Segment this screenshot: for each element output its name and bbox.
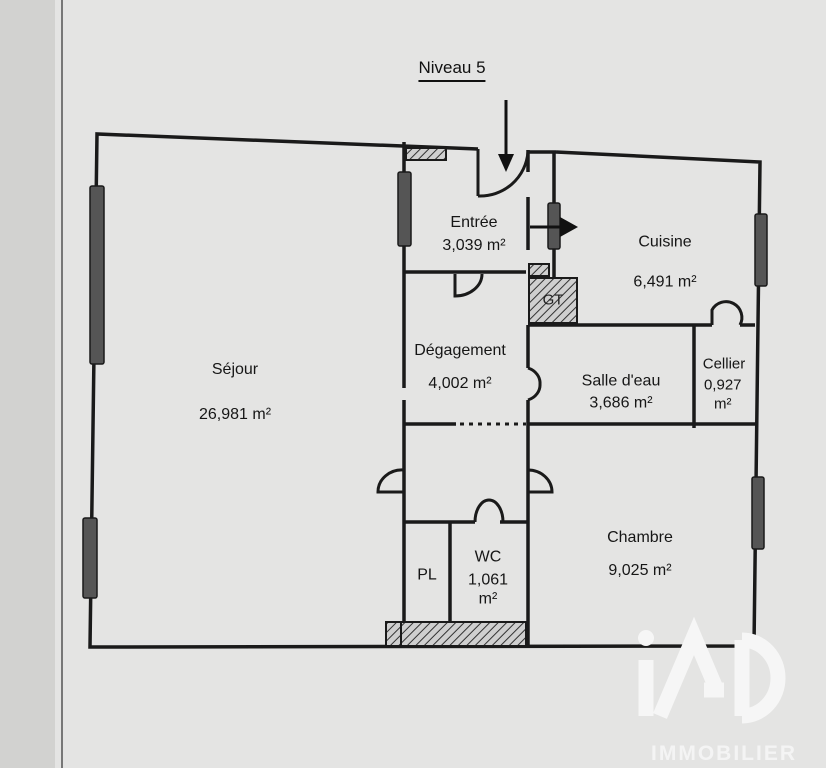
iad-logo (638, 616, 786, 724)
door-sejour (376, 468, 405, 494)
gt-duct (528, 277, 578, 324)
room-area: 1,061 m² (468, 571, 509, 608)
kitchen-arrow-icon (530, 217, 578, 237)
room-name: Cuisine (638, 233, 692, 251)
room-name: Dégagement (414, 342, 506, 359)
room-label-wc: WC 1,061 m² (468, 548, 508, 609)
room-name: Entrée (450, 214, 498, 231)
room-area: 9,025 m² (608, 562, 672, 579)
room-area: 0,927 m² (703, 376, 742, 413)
door-wc (473, 498, 505, 523)
room-label-chambre: Chambre 9,025 m² (607, 528, 673, 580)
brand-name: IMMOBILIER (651, 742, 797, 765)
interior-doors (376, 273, 744, 523)
door-degagement (453, 273, 484, 298)
gt-label: GT (542, 291, 564, 309)
windows (82, 171, 768, 599)
door-salle-deau (527, 366, 542, 402)
room-area: 26,981 m² (198, 406, 272, 423)
window-entree (397, 171, 412, 247)
room-label-entree: Entrée 3,039 m² (442, 213, 505, 255)
room-area: 3,686 m² (589, 394, 653, 412)
entry-arrow-icon (498, 100, 514, 172)
room-name: WC (474, 548, 502, 566)
room-name: Séjour (211, 361, 259, 378)
hatched-elements (385, 147, 578, 647)
window-chambre (751, 476, 765, 550)
window-sejour-top (89, 185, 105, 365)
hatch-gt-top (528, 263, 550, 277)
room-name: Cellier (702, 355, 746, 373)
door-chambre (527, 468, 554, 494)
room-area: 3,039 m² (442, 237, 506, 254)
room-name: Salle d'eau (581, 372, 661, 390)
room-label-sejour: Séjour 26,981 m² (199, 360, 271, 424)
room-label-cuisine: Cuisine 6,491 m² (633, 233, 696, 292)
room-label-salle-deau: Salle d'eau 3,686 m² (582, 372, 661, 413)
room-label-cellier: Cellier 0,927 m² (703, 355, 746, 414)
room-name: PL (417, 566, 437, 584)
window-cuisine (754, 213, 768, 287)
room-name: Chambre (607, 529, 673, 546)
window-sejour-bottom (82, 517, 98, 599)
hatch-bottom (385, 621, 527, 647)
room-label-pl: PL (417, 566, 437, 585)
room-area: 6,491 m² (633, 273, 697, 291)
door-cellier (710, 300, 744, 326)
room-area: 4,002 m² (428, 375, 492, 392)
level-title: Niveau 5 (418, 58, 486, 82)
room-label-degagement: Dégagement 4,002 m² (414, 341, 506, 393)
hatch-top (405, 147, 447, 161)
